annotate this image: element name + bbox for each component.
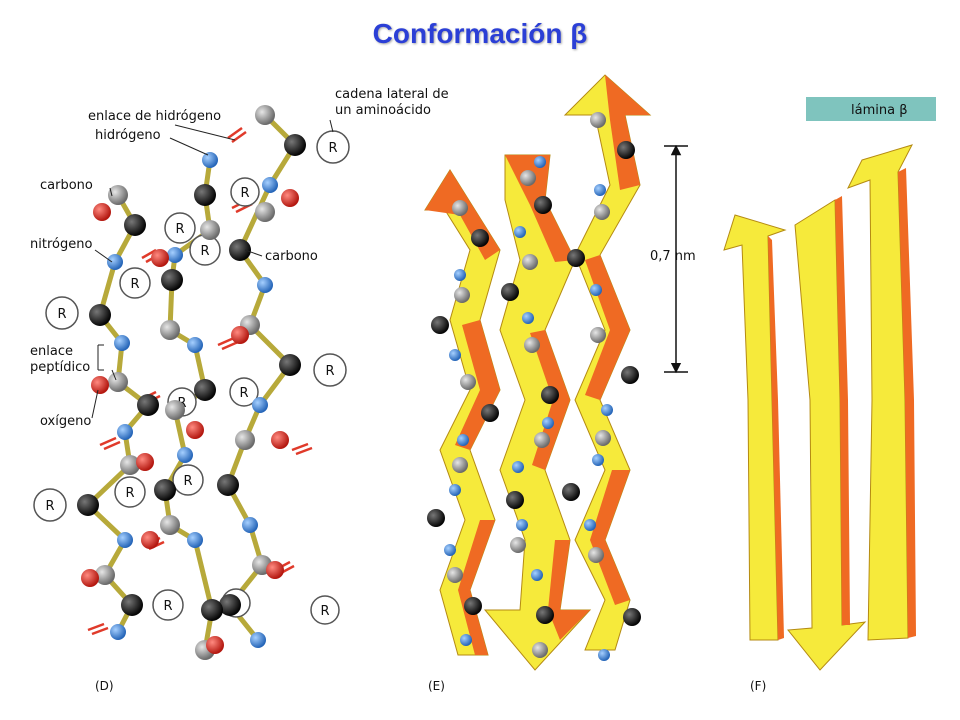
carbon-right-label: carbono (265, 249, 318, 264)
r-group-label: R (125, 486, 134, 501)
r-group-label: R (328, 141, 337, 156)
sheet-header-box (806, 97, 936, 121)
r-group-label: R (175, 222, 184, 237)
distance-label: 0,7 nm (650, 249, 696, 264)
peptide-bond-label-line2: peptídico (30, 360, 90, 375)
hydrogen-label: hidrógeno (95, 128, 161, 143)
side-chain-label-line2: un aminoácido (335, 103, 431, 118)
peptide-bond-label-line1: enlace (30, 344, 73, 359)
hbond-label: enlace de hidrógeno (88, 109, 221, 124)
r-group-label: R (57, 307, 66, 322)
page-title: Conformación β (372, 18, 588, 49)
r-group-label: R (183, 474, 192, 489)
r-group-label: R (325, 364, 334, 379)
nitrogen-label: nitrógeno (30, 237, 92, 252)
side-chain-label-line1: cadena lateral de (335, 87, 449, 102)
carbon-left-label: carbono (40, 178, 93, 193)
panel-f-ribbons: lámina β (F) (723, 97, 936, 693)
panel-e-strands: 0,7 nm (E) (424, 74, 696, 693)
ribbon-arrow-up-2 (846, 144, 916, 641)
r-group-label: R (240, 186, 249, 201)
r-group-label: R (239, 386, 248, 401)
panel-e-label: (E) (428, 679, 445, 693)
r-group-label: R (163, 599, 172, 614)
panel-d-model: R R R R R R R R R R R R R R R (30, 87, 449, 693)
strand-e2 (483, 154, 592, 671)
r-group-label: R (320, 604, 329, 619)
r-group-label: R (45, 499, 54, 514)
r-group-label: R (130, 277, 139, 292)
ribbon-arrow-down (787, 196, 867, 671)
sheet-header-label: lámina β (851, 103, 908, 118)
panel-d-label: (D) (95, 679, 114, 693)
ribbon-arrow-up-1 (723, 214, 787, 641)
strand-e3 (563, 74, 652, 651)
panel-f-label: (F) (750, 679, 766, 693)
oxygen-label: oxígeno (40, 414, 91, 429)
r-group-label: R (200, 244, 209, 259)
